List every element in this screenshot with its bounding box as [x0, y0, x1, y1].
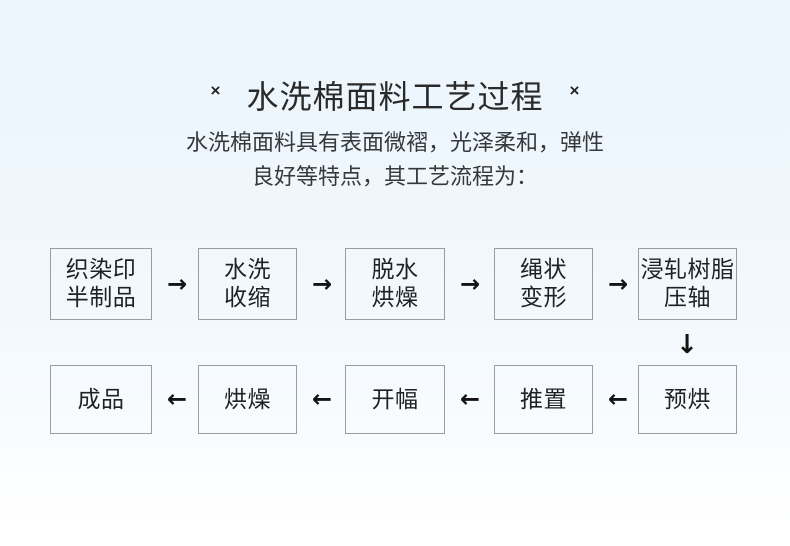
flow-box-tuoshui: 脱水 烘燥	[345, 248, 445, 320]
title-decor-left-icon: ×	[210, 81, 221, 100]
flow-box-chengpin: 成品	[50, 365, 152, 434]
arrow-right-icon-3: →	[459, 270, 481, 298]
flow-box-label: 水洗	[224, 257, 271, 282]
flow-box-jinzha: 浸轧树脂 压轴	[638, 248, 737, 320]
flow-box-tuizhi: 推置	[494, 365, 593, 434]
flow-box-shengzhuang: 绳状 变形	[494, 248, 593, 320]
flow-box-label: 烘燥	[224, 386, 271, 412]
flow-box-yuhong: 预烘	[638, 365, 737, 434]
flow-box-zhiranyin: 织染印 半制品	[50, 248, 152, 320]
page-title: × 水洗棉面料工艺过程 ×	[0, 72, 790, 118]
arrow-left-icon-2: ←	[311, 385, 333, 413]
flow-box-label: 织染印	[65, 257, 137, 282]
title-decor-right-icon: ×	[569, 81, 580, 100]
flow-box-label: 收缩	[224, 285, 271, 310]
flow-box-label: 压轴	[664, 285, 711, 310]
subtitle-line-2: 良好等特点，其工艺流程为：	[251, 164, 538, 189]
arrow-left-icon-4: ←	[607, 385, 629, 413]
arrow-left-icon-1: ←	[166, 385, 188, 413]
arrow-down-icon: ↓	[676, 330, 698, 360]
arrow-left-icon-3: ←	[459, 385, 481, 413]
subtitle-line-1: 水洗棉面料具有表面微褶，光泽柔和，弹性	[185, 130, 604, 155]
flow-box-label: 变形	[520, 285, 567, 310]
page-title-text: 水洗棉面料工艺过程	[246, 79, 544, 115]
flow-box-label: 成品	[77, 386, 125, 412]
flow-box-kaifu: 开幅	[345, 365, 445, 434]
flow-box-shuixi: 水洗 收缩	[198, 248, 297, 320]
flow-box-hongzao: 烘燥	[198, 365, 297, 434]
flow-box-label: 开幅	[371, 386, 419, 412]
arrow-right-icon-1: →	[166, 270, 188, 298]
flow-box-label: 推置	[520, 386, 567, 412]
arrow-right-icon-2: →	[311, 270, 333, 298]
flow-box-label: 烘燥	[371, 285, 419, 310]
flow-box-label: 绳状	[520, 257, 567, 282]
flow-box-label: 预烘	[664, 386, 711, 412]
page-subtitle: 水洗棉面料具有表面微褶，光泽柔和，弹性 良好等特点，其工艺流程为：	[0, 126, 790, 194]
flow-box-label: 半制品	[65, 285, 137, 310]
flow-box-label: 浸轧树脂	[640, 257, 735, 282]
flow-box-label: 脱水	[371, 257, 419, 282]
arrow-right-icon-4: →	[607, 270, 629, 298]
